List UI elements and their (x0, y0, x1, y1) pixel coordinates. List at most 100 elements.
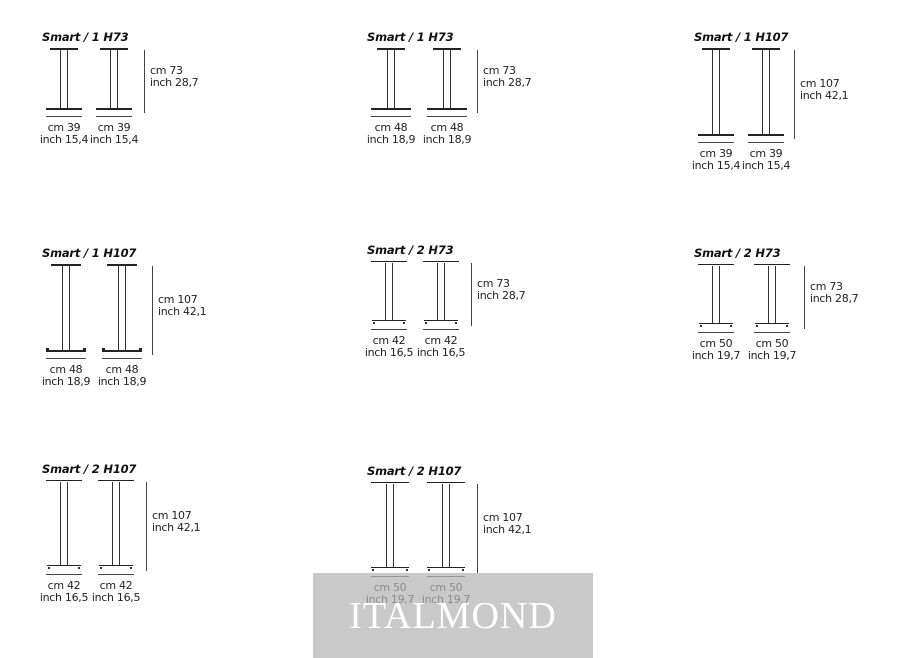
column-edge (769, 50, 770, 134)
width-cm: cm 42 (372, 334, 406, 347)
height-inch: inch 42,1 (483, 523, 532, 536)
table-elevation (46, 264, 86, 352)
watermark-text: ITALMOND (349, 594, 557, 637)
base-glide (406, 569, 408, 571)
width-inch: inch 16,5 (91, 591, 141, 604)
table-top (100, 48, 128, 50)
table-top (752, 48, 780, 50)
column-edge (712, 50, 713, 134)
column-edge (67, 482, 68, 566)
column-edge (393, 484, 394, 568)
table-top (50, 48, 78, 50)
column-edge (762, 50, 763, 134)
width-cm: cm 42 (47, 579, 81, 592)
table-top (107, 264, 137, 266)
column-edge (443, 50, 444, 108)
base-glide (786, 325, 788, 327)
height-inch: inch 42,1 (800, 89, 849, 102)
table-elevation (371, 261, 407, 324)
column-edge (125, 266, 126, 350)
table-elevation (698, 48, 734, 136)
table-elevation (754, 264, 790, 327)
height-cm: cm 73 (483, 64, 516, 77)
base-foot (139, 348, 142, 351)
table-base (427, 567, 465, 568)
width-inch: inch 16,5 (364, 346, 414, 359)
column-edge (450, 50, 451, 108)
base-glide (78, 567, 80, 569)
table-elevation (46, 48, 82, 110)
table-base (755, 323, 789, 324)
base-foot (102, 348, 105, 351)
table-elevation (371, 482, 409, 571)
table-top (371, 261, 407, 262)
width-dimension-line (46, 358, 86, 359)
table-elevation (748, 48, 784, 136)
table-base (698, 134, 734, 136)
height-cm: cm 73 (810, 280, 843, 293)
table-elevation (427, 482, 465, 571)
width-inch: inch 18,9 (366, 133, 416, 146)
width-cm: cm 39 (47, 121, 81, 134)
base-glide (730, 325, 732, 327)
group-title: Smart / 2 H73 (367, 243, 454, 257)
height-inch: inch 42,1 (152, 521, 201, 534)
height-cm: cm 107 (158, 293, 198, 306)
width-cm: cm 42 (99, 579, 133, 592)
base-glide (756, 325, 758, 327)
table-top (371, 482, 409, 483)
width-dimension-line (754, 332, 790, 333)
width-dimension-line (698, 332, 734, 333)
width-dimension-line (102, 358, 142, 359)
column-edge (768, 266, 769, 324)
base-foot (46, 348, 49, 351)
table-base (371, 108, 411, 110)
group-title: Smart / 2 H73 (694, 246, 781, 260)
width-inch: inch 15,4 (741, 159, 791, 172)
base-glide (403, 322, 405, 324)
height-inch: inch 28,7 (477, 289, 526, 302)
column-edge (449, 484, 450, 568)
base-glide (425, 322, 427, 324)
width-cm: cm 48 (430, 121, 464, 134)
table-top (433, 48, 461, 50)
column-edge (119, 482, 120, 566)
table-elevation (102, 264, 142, 352)
width-cm: cm 48 (105, 363, 139, 376)
column-edge (67, 50, 68, 108)
column-edge (60, 50, 61, 108)
height-cm: cm 73 (150, 64, 183, 77)
base-glide (100, 567, 102, 569)
table-base (748, 134, 784, 136)
width-dimension-line (371, 329, 407, 330)
column-edge (112, 482, 113, 566)
column-edge (387, 50, 388, 108)
table-top (423, 261, 459, 262)
table-elevation (46, 480, 82, 569)
base-glide (372, 569, 374, 571)
width-cm: cm 39 (97, 121, 131, 134)
table-base (699, 323, 733, 324)
width-dimension-line (748, 142, 784, 143)
table-base (372, 320, 406, 321)
table-base (102, 350, 142, 352)
height-inch: inch 28,7 (150, 76, 199, 89)
table-top (377, 48, 405, 50)
group-title: Smart / 1 H73 (42, 30, 129, 44)
width-inch: inch 18,9 (97, 375, 147, 388)
table-base (371, 567, 409, 568)
